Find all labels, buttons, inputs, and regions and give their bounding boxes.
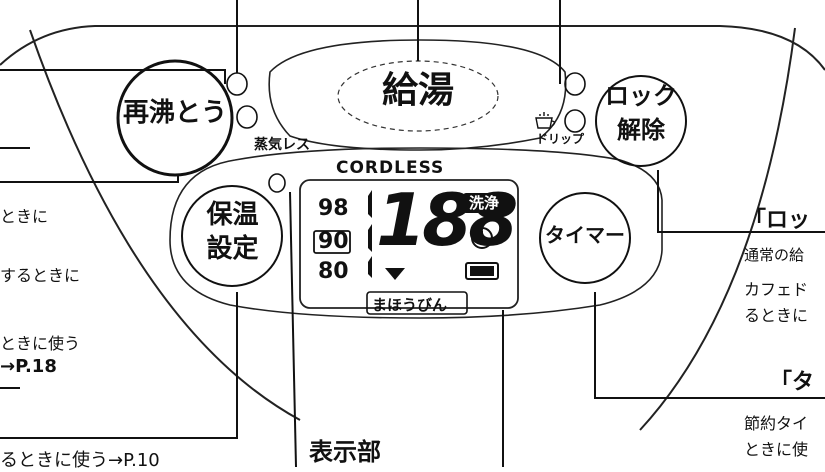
dispense-area-outline [268, 39, 567, 151]
right-text-2: カフェド [744, 280, 809, 299]
left-text-1: ときに [0, 207, 49, 226]
temp-90-label: 90 [318, 229, 349, 254]
leader-reboil-button [0, 175, 179, 183]
temp-90-box [313, 230, 351, 254]
timer-button-ring [539, 192, 631, 284]
mode-label-box [366, 291, 468, 315]
unlock-button-ring [595, 75, 687, 167]
right-text-5: ときに使 [744, 440, 809, 459]
right-text-1: 通常の給 [744, 246, 805, 264]
left-ref-1: →P.18 [0, 356, 57, 377]
temp-98-label: 98 [318, 196, 349, 221]
reboil-button-ring [116, 59, 234, 177]
led-steamless [236, 105, 258, 129]
cup-icon [535, 112, 556, 129]
led-keepwarm [268, 173, 286, 193]
unlock-button-line2[interactable]: 解除 [617, 116, 665, 144]
right-heading-lock: 「ロッ [744, 208, 811, 233]
leader-unlock [657, 170, 825, 233]
panel-outer-top [0, 25, 825, 71]
timer-button[interactable]: タイマー [545, 223, 625, 247]
right-heading-timer: 「タ [770, 370, 815, 395]
led-reboil-upper [226, 72, 248, 96]
reboil-button[interactable]: 再沸とう [122, 98, 227, 128]
dispense-button[interactable]: 給湯 [381, 70, 454, 111]
temp-80-label: 80 [318, 259, 349, 284]
keepwarm-button-line1[interactable]: 保温 [206, 200, 259, 230]
left-text-4: るときに使う→P.10 [0, 450, 160, 471]
mode-label: まほうびん [372, 296, 448, 314]
brand-label: CORDLESS [336, 158, 445, 178]
keepwarm-button-ring [181, 185, 283, 287]
leader-led-keepwarm [289, 191, 297, 467]
panel-outer-left [29, 29, 301, 421]
unlock-button-line1[interactable]: ロック [605, 82, 677, 110]
left-text-2: するときに [0, 266, 81, 285]
keepwarm-button-line2[interactable]: 設定 [206, 234, 259, 264]
wash-badge: 洗浄 [463, 193, 505, 213]
panel-outer-right [639, 27, 796, 431]
leader-reboil-upper [0, 69, 226, 84]
right-text-4: 節約タイ [744, 414, 809, 433]
led-dispense [564, 72, 586, 96]
lcd-arrows [368, 190, 405, 280]
display-section-title: 表示部 [309, 438, 381, 466]
leader-keepwarm [0, 292, 238, 439]
left-text-3: ときに使う [0, 334, 81, 353]
clock-icon [471, 227, 493, 249]
led-drip [564, 109, 586, 133]
leader-timer [594, 292, 825, 399]
right-text-3: るときに [744, 306, 809, 325]
lcd-frame [299, 179, 519, 309]
drip-label: ドリップ [536, 132, 585, 146]
battery-fill [470, 266, 494, 276]
battery-icon [465, 262, 499, 280]
steamless-label: 蒸気レス [254, 137, 310, 153]
